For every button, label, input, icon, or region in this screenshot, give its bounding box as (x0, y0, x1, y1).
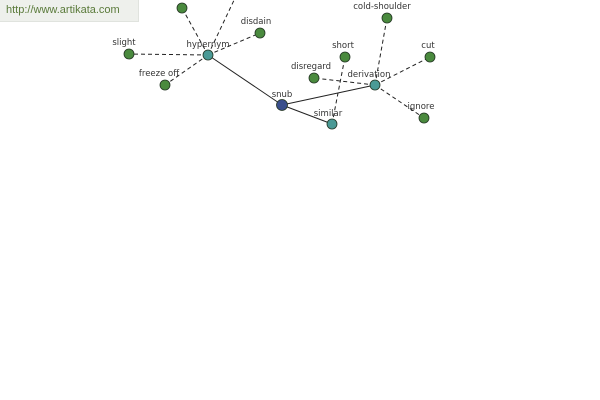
node-snub[interactable]: snub (272, 90, 293, 111)
node-dot[interactable] (326, 118, 338, 130)
graph-nodes: snub hypernym derivation similar slight freez… (112, 2, 436, 130)
node-dot[interactable] (276, 99, 288, 111)
node-label[interactable]: ignore (408, 102, 435, 112)
node-short[interactable]: short (332, 41, 355, 63)
node-label[interactable]: disdain (241, 17, 272, 27)
node-label[interactable]: hypernym (186, 40, 229, 50)
node-dot[interactable] (123, 48, 135, 60)
node-cut[interactable]: cut (421, 41, 436, 63)
node-label[interactable]: slight (112, 38, 136, 48)
edge-snub-derivation (281, 84, 376, 106)
graph-edges (128, 0, 431, 125)
edge-hypernym-freeze_off (164, 54, 209, 86)
edge-derivation-cold_shoulder (374, 17, 388, 86)
watermark-box: http://www.artikata.com (0, 0, 139, 22)
edge-similar-short (331, 56, 346, 125)
node-dot[interactable] (159, 79, 171, 91)
node-slight[interactable]: slight (112, 38, 136, 60)
node-dot[interactable] (254, 27, 266, 39)
edge-derivation-disregard (313, 77, 376, 86)
node-dot[interactable] (308, 72, 320, 84)
node-label[interactable]: derivation (347, 70, 390, 80)
edge-hypernym-hyp_top1 (181, 7, 209, 56)
node-label[interactable]: short (332, 41, 355, 51)
edge-snub-similar (281, 104, 333, 125)
node-hyp-top1[interactable] (176, 2, 188, 14)
node-label[interactable]: freeze off (139, 69, 180, 79)
watermark-url[interactable]: http://www.artikata.com (6, 4, 120, 16)
edge-snub-hypernym (207, 54, 283, 106)
node-label[interactable]: cut (421, 41, 435, 51)
node-similar[interactable]: similar (314, 109, 343, 130)
edge-hypernym-disdain (207, 32, 261, 56)
node-disregard[interactable]: disregard (291, 62, 331, 84)
edge-hypernym-hyp_offscreen (207, 0, 235, 56)
node-label[interactable]: similar (314, 109, 343, 119)
node-freeze-off[interactable]: freeze off (139, 69, 180, 91)
node-dot[interactable] (381, 12, 393, 24)
node-ignore[interactable]: ignore (408, 102, 435, 124)
node-label[interactable]: disregard (291, 62, 331, 72)
node-label[interactable]: cold-shoulder (353, 2, 411, 12)
node-cold-shoulder[interactable]: cold-shoulder (353, 2, 411, 24)
node-dot[interactable] (369, 79, 381, 91)
node-derivation[interactable]: derivation (347, 70, 391, 91)
node-dot[interactable] (418, 112, 430, 124)
node-dot[interactable] (424, 51, 436, 63)
node-label[interactable]: snub (272, 90, 293, 100)
node-dot[interactable] (339, 51, 351, 63)
edge-derivation-cut (374, 56, 431, 86)
node-disdain[interactable]: disdain (241, 17, 272, 39)
node-dot[interactable] (176, 2, 188, 14)
edge-derivation-ignore (374, 84, 425, 119)
node-dot[interactable] (202, 49, 214, 61)
node-hypernym[interactable]: hypernym (186, 40, 230, 61)
edge-hypernym-slight (128, 53, 209, 56)
